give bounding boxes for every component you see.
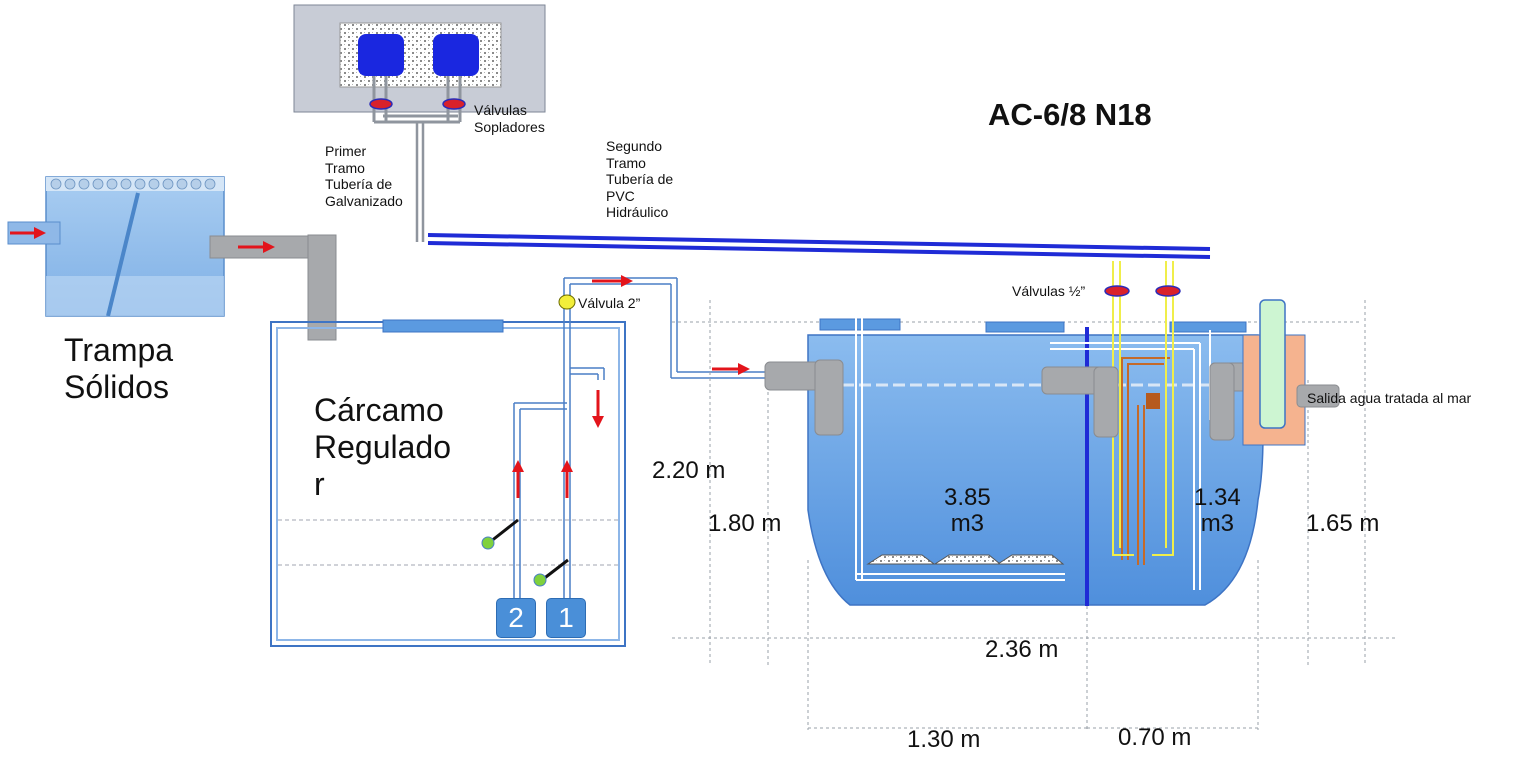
dim-width-main: 1.30 m	[907, 726, 981, 753]
regulating-sump	[270, 277, 765, 647]
dim-width-second: 0.70 m	[1118, 724, 1192, 751]
flow-arrows	[10, 227, 750, 498]
treatment-tank	[764, 261, 1340, 606]
float-low	[533, 573, 547, 587]
pvc-air-line	[427, 233, 1211, 259]
first-section-label: Primer Tramo Tubería de Galvanizado	[325, 143, 403, 209]
solids-trap	[7, 176, 337, 341]
pump-1-badge: 1	[546, 598, 586, 638]
dim-width-total: 2.36 m	[985, 636, 1059, 663]
blower-right	[433, 34, 479, 76]
valves-half-label: Válvulas ½”	[1012, 283, 1086, 299]
outlet-label: Salida agua tratada al mar	[1307, 390, 1472, 406]
float-high	[481, 536, 495, 550]
solids-trap-label: Trampa Sólidos	[64, 332, 174, 405]
dim-height-inlet: 1.80 m	[708, 510, 782, 537]
dim-height-outlet: 1.65 m	[1306, 510, 1380, 537]
diagram-title: AC-6/8 N18	[988, 97, 1152, 132]
sump-label: Cárcamo Regulado r	[314, 392, 451, 502]
second-volume-label: 1.34 m3	[1194, 484, 1241, 538]
valve-2in	[558, 294, 576, 310]
dim-height-total: 2.20 m	[652, 457, 726, 484]
blower-left	[358, 34, 404, 76]
blower-housing	[293, 4, 546, 242]
valve-half-left	[1104, 285, 1130, 297]
pump-2-badge: 2	[496, 598, 536, 638]
blower-valve-right	[442, 98, 466, 110]
valve-half-right	[1155, 285, 1181, 297]
valve-2in-label: Válvula 2”	[578, 295, 641, 311]
second-section-label: Segundo Tramo Tubería de PVC Hidráulico	[606, 138, 674, 221]
main-volume-label: 3.85 m3	[944, 484, 991, 538]
blower-valves-label: Válvulas Sopladores	[474, 102, 545, 135]
blower-valve-left	[369, 98, 393, 110]
